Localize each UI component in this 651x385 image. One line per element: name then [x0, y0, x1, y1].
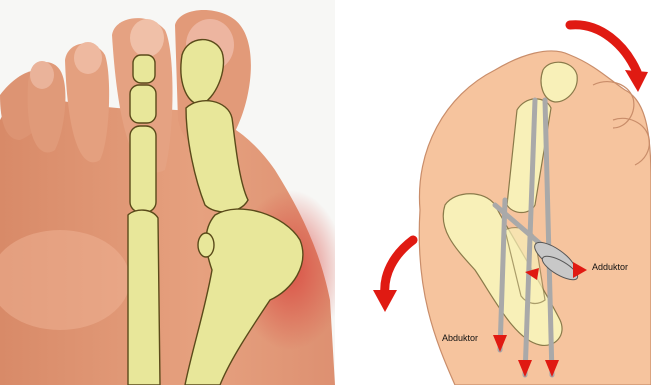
second-distal-phalanx	[133, 55, 155, 83]
adductor-label: Adduktor	[592, 262, 628, 272]
fourth-toe-nail	[30, 61, 54, 89]
foot-skeleton-svg	[0, 0, 335, 385]
tendon-force-diagram: Abduktor Adduktor	[345, 0, 651, 385]
sesamoid-bone	[198, 233, 214, 257]
second-middle-phalanx	[130, 85, 156, 123]
abductor-label: Abduktor	[442, 333, 478, 343]
second-toe-nail	[130, 19, 164, 57]
tendon-diagram-svg	[345, 0, 651, 385]
second-metatarsal	[128, 210, 160, 385]
second-ray-bones	[128, 55, 160, 385]
foot-skeleton-illustration	[0, 0, 335, 385]
second-proximal-phalanx	[130, 126, 156, 212]
third-toe-nail	[74, 42, 102, 74]
